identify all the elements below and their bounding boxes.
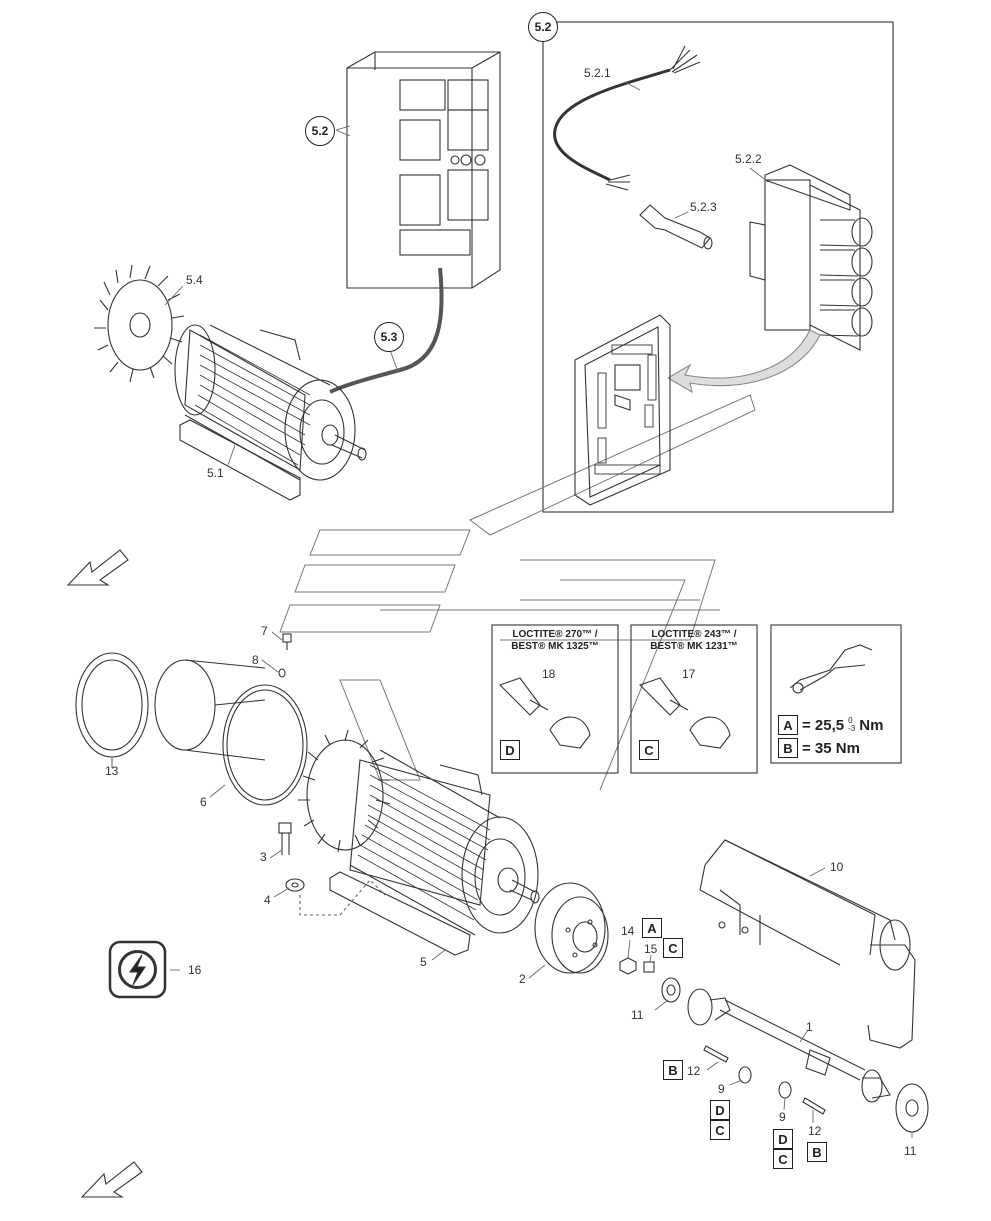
nut-14 xyxy=(619,957,637,975)
control-cabinet xyxy=(346,51,501,289)
loctite-c-frame xyxy=(630,624,758,774)
loctite-bottle-c xyxy=(638,677,731,749)
loctite-c-title: LOCTITE® 243™ / BEST® MK 1231™ xyxy=(634,629,754,653)
torque-tag-b-right: B xyxy=(807,1142,827,1162)
torque-tag-b-left: B xyxy=(663,1060,683,1080)
connector-block xyxy=(749,164,873,351)
insert-arrow xyxy=(666,329,821,394)
crimp-terminal xyxy=(639,204,713,250)
coupling-flange-2 xyxy=(534,882,609,974)
label-4: 4 xyxy=(264,893,271,907)
bolt-15 xyxy=(643,961,655,973)
terminal-board xyxy=(574,314,671,506)
torque-a-letter: A xyxy=(778,715,798,735)
label-8: 8 xyxy=(252,653,259,667)
loctite-tag-c-flange: C xyxy=(663,938,683,958)
loctite-tag-d-right: D xyxy=(773,1129,793,1149)
seal-ring-13 xyxy=(75,652,149,768)
torque-a-unit: Nm xyxy=(859,716,884,734)
label-1: 1 xyxy=(806,1020,813,1034)
label-5: 5 xyxy=(420,955,427,969)
label-16: 16 xyxy=(188,963,202,977)
flange-washer-11b xyxy=(895,1083,929,1133)
background-arrow-outline xyxy=(279,394,756,791)
label-6: 6 xyxy=(200,795,207,809)
loctite-c-letter: C xyxy=(639,740,659,760)
direction-arrows xyxy=(66,549,143,1198)
washer-8 xyxy=(278,668,286,678)
motor-5-1 xyxy=(94,264,367,501)
loctite-d-line1: LOCTITE® 270™ / xyxy=(512,629,598,640)
label-17: 17 xyxy=(682,667,696,681)
loctite-tag-c-right: C xyxy=(773,1149,793,1169)
torque-tag-a-flange: A xyxy=(642,918,662,938)
label-11-b: 11 xyxy=(904,1144,917,1158)
icon-16-frame xyxy=(108,940,167,999)
label-5-4: 5.4 xyxy=(186,273,203,287)
pin-12a xyxy=(703,1045,729,1063)
torque-spec-b: B = 35 Nm xyxy=(778,738,860,758)
screw-7 xyxy=(282,633,292,650)
label-9-b: 9 xyxy=(779,1110,786,1124)
callout-5-2-detail: 5.2 xyxy=(528,12,558,42)
torque-a-tol-lower: -3 xyxy=(848,724,856,733)
label-18: 18 xyxy=(542,667,556,681)
label-12-a: 12 xyxy=(687,1064,701,1078)
torque-a-tolerance: 0 -3 xyxy=(848,717,855,733)
loctite-d-line2: BEST® MK 1325™ xyxy=(511,641,599,652)
torque-a-tol-upper: 0 xyxy=(848,716,853,725)
pin-12b xyxy=(802,1097,826,1115)
loctite-tag-d-left: D xyxy=(710,1100,730,1120)
loctite-c-line1: LOCTITE® 243™ / xyxy=(651,629,737,640)
label-15: 15 xyxy=(644,942,658,956)
label-11-a: 11 xyxy=(631,1008,644,1022)
motor-5 xyxy=(298,729,540,956)
wire-harness xyxy=(553,45,701,191)
label-9-a: 9 xyxy=(718,1082,725,1096)
label-7: 7 xyxy=(261,624,268,638)
cable-5-3 xyxy=(329,267,444,394)
drive-shaft-1 xyxy=(687,988,891,1103)
detail-frame-5-2 xyxy=(542,21,894,513)
torque-b-letter: B xyxy=(778,738,798,758)
loctite-bottle-d xyxy=(498,677,591,749)
torque-spec-a: A = 25,5 0 -3 Nm xyxy=(778,715,883,735)
cover-6 xyxy=(154,659,308,806)
loctite-d-frame xyxy=(491,624,619,774)
nut-9a xyxy=(738,1066,752,1084)
label-14: 14 xyxy=(621,924,635,938)
label-5-1: 5.1 xyxy=(207,466,224,480)
loctite-d-title: LOCTITE® 270™ / BEST® MK 1325™ xyxy=(495,629,615,653)
label-10: 10 xyxy=(830,860,844,874)
nut-9b xyxy=(778,1081,792,1099)
loctite-c-line2: BEST® MK 1231™ xyxy=(650,641,738,652)
loctite-tag-c-left: C xyxy=(710,1120,730,1140)
loctite-d-letter: D xyxy=(500,740,520,760)
label-2: 2 xyxy=(519,972,526,986)
shaft-guard-10 xyxy=(699,839,916,1049)
label-5-2-1: 5.2.1 xyxy=(584,66,611,80)
label-3: 3 xyxy=(260,850,267,864)
washer-4 xyxy=(285,878,305,892)
flange-washer-11a xyxy=(661,977,681,1003)
callout-5-3-cable: 5.3 xyxy=(374,322,404,352)
bolt-3 xyxy=(278,822,292,855)
torque-a-value: = 25,5 xyxy=(802,716,845,734)
label-12-b: 12 xyxy=(808,1124,822,1138)
torque-frame xyxy=(770,624,902,764)
label-5-2-2: 5.2.2 xyxy=(735,152,762,166)
leader-lines xyxy=(164,81,913,1138)
callout-5-2-cabinet: 5.2 xyxy=(305,116,335,146)
wrench-hand xyxy=(789,644,873,694)
label-13: 13 xyxy=(105,764,119,778)
label-5-2-3: 5.2.3 xyxy=(690,200,717,214)
torque-b-value: = 35 Nm xyxy=(802,739,860,757)
